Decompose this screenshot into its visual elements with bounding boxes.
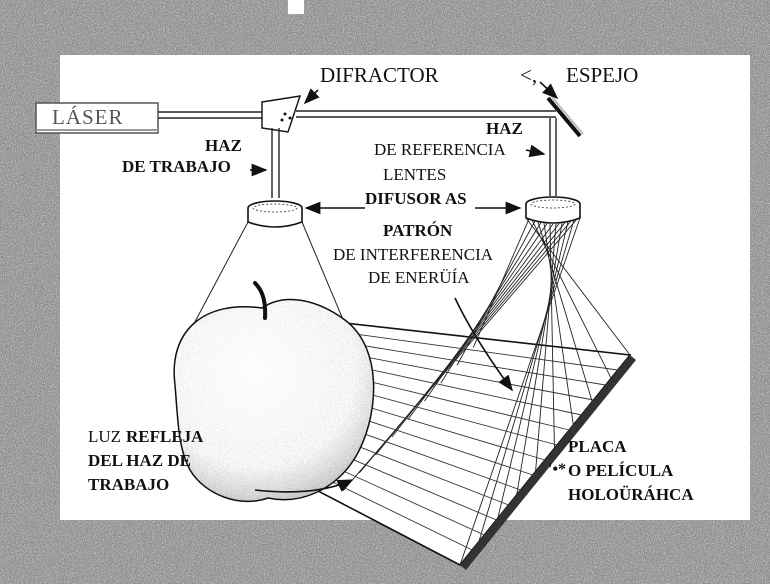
apple bbox=[173, 281, 375, 503]
lenses-label-2: DIFUSOR AS bbox=[365, 189, 467, 208]
ref-beam-label-1: HAZ bbox=[486, 119, 523, 138]
reference-rays bbox=[342, 217, 631, 566]
reflected-label-2: DEL HAZ DE bbox=[88, 451, 191, 470]
diffractor-prism bbox=[261, 95, 302, 133]
laser-label: LÁSER bbox=[52, 105, 124, 129]
interference-arrow bbox=[454, 297, 513, 392]
pattern-label-2: DE INTERFERENCIA bbox=[333, 245, 494, 264]
plate-label-2a: '•* bbox=[548, 461, 567, 478]
reference-ray bbox=[549, 223, 555, 449]
reflected-label-3: TRABAJO bbox=[88, 475, 170, 494]
diffractor-mark: <, bbox=[520, 63, 538, 87]
lenses-label-1: LENTES bbox=[383, 165, 447, 184]
mirror-label: ESPEJO bbox=[566, 63, 639, 87]
pattern-label-3: DE ENERÜÍA bbox=[368, 268, 470, 287]
reference-ray bbox=[543, 223, 574, 426]
diffractor-arrow bbox=[303, 88, 320, 105]
mirror-arrow bbox=[539, 81, 559, 100]
diffractor-label: DIFRACTOR bbox=[320, 63, 439, 87]
reflected-label-1a: LUZ bbox=[88, 427, 122, 446]
laser-box bbox=[35, 102, 159, 134]
reference-beam bbox=[296, 110, 556, 118]
reflected-light-arrow bbox=[254, 479, 354, 493]
mirror bbox=[546, 95, 584, 138]
top-notch bbox=[288, 0, 304, 14]
reference-ray bbox=[342, 218, 578, 492]
laser-beam bbox=[158, 111, 262, 119]
work-beam-label-2: DE TRABAJO bbox=[122, 157, 231, 176]
apple-stem bbox=[253, 281, 268, 320]
plate-label-1: PLACA bbox=[568, 437, 627, 456]
ref-beam-label-2: DE REFERENCIA bbox=[374, 140, 506, 159]
reflected-label-1b: REFLEJA bbox=[126, 427, 204, 446]
pattern-label-1: PATRÓN bbox=[383, 221, 453, 240]
reference-beam-down bbox=[549, 118, 557, 196]
reference-ray bbox=[497, 221, 569, 519]
ref-beam-arrow bbox=[525, 144, 546, 158]
reference-ray bbox=[459, 217, 581, 566]
reference-ray bbox=[478, 219, 575, 542]
reference-ray bbox=[535, 223, 557, 472]
plate-label-3: HOLOÜRÁHCA bbox=[568, 485, 694, 504]
reference-ray bbox=[537, 221, 593, 402]
work-beam-down bbox=[271, 128, 280, 198]
right-diffuser-lens bbox=[525, 196, 581, 224]
left-diffuser-lens bbox=[247, 200, 303, 228]
work-beam-label-1: HAZ bbox=[205, 136, 242, 155]
plate-label-2b: O PELÍCULA bbox=[568, 461, 674, 480]
